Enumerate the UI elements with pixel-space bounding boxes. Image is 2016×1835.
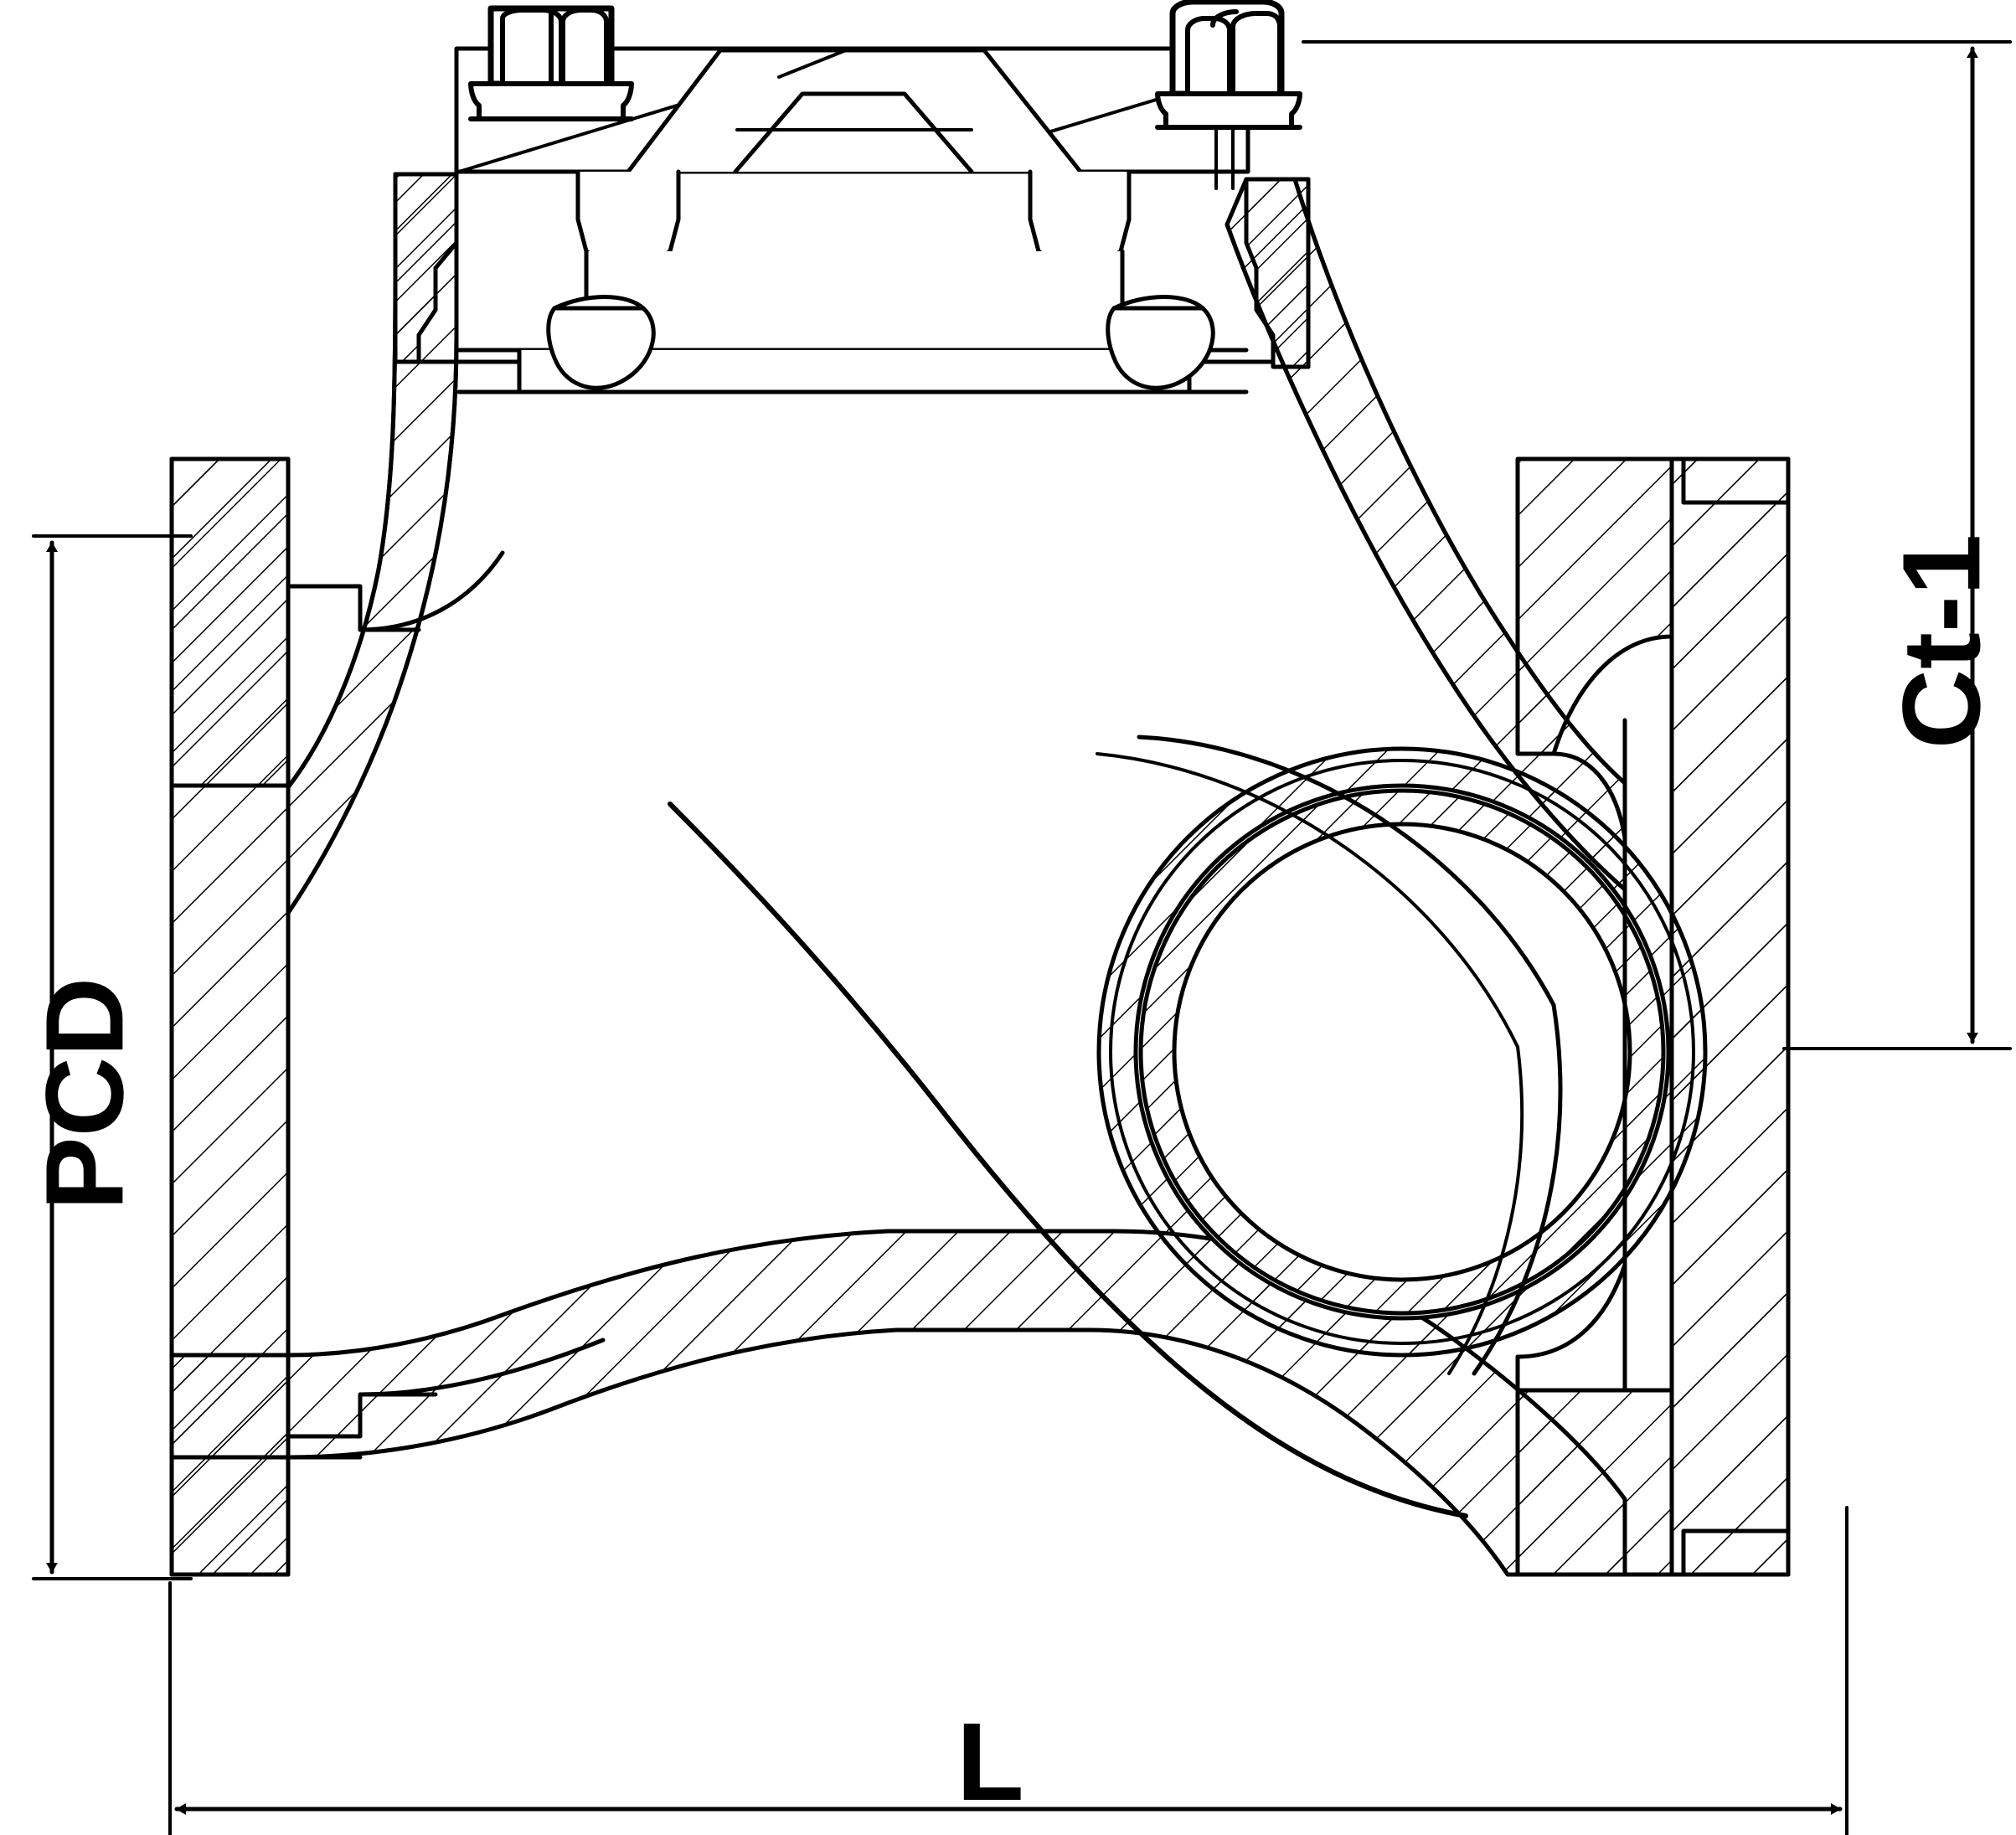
hex-nut-right (1155, 0, 1302, 190)
disc-assembly (1096, 746, 1708, 1358)
pcd-dimension (32, 534, 193, 1580)
disc-arm (668, 802, 1468, 1518)
l-dimension (168, 1506, 1848, 1835)
dimension-label-ct1: Ct-1 (1879, 533, 2003, 750)
hex-nut-left (468, 5, 634, 121)
dimension-label-pcd: PCD (23, 977, 147, 1211)
lifting-lugs (546, 295, 1215, 390)
dimension-label-l: L (956, 1700, 1024, 1823)
ct1-dimension (1302, 40, 2012, 1050)
